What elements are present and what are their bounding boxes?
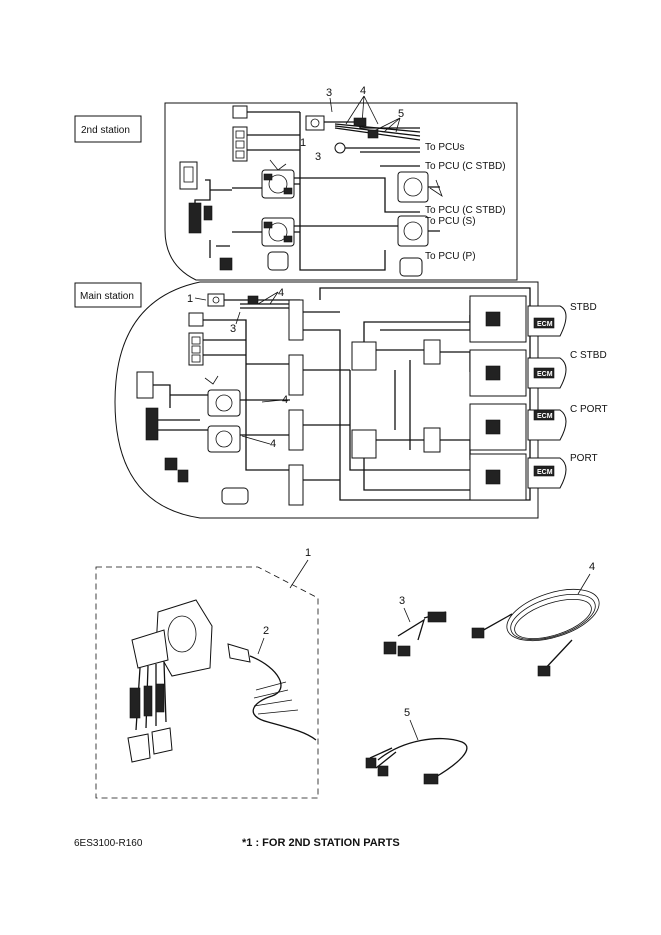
part-callout-2: 2 <box>263 625 269 637</box>
engine-c-port-label: C PORT <box>570 404 608 415</box>
engine-c-stbd-label: C STBD <box>570 350 607 361</box>
callout-4-main: 4 <box>278 287 284 299</box>
callout-3: 3 <box>326 87 332 99</box>
second-station-note: *1 : FOR 2ND STATION PARTS <box>242 837 400 849</box>
callout-1: 1 <box>300 137 306 149</box>
dest-to-pcu-c-stbd-2: To PCU (C STBD) <box>425 205 506 216</box>
ecm-stbd: ECM <box>537 321 553 328</box>
callout-1-main: 1 <box>187 293 193 305</box>
second-station-panel: 2nd station 3 4 5 1 3 To PCUs To PCU (C … <box>74 85 518 281</box>
dest-to-pcu-p: To PCU (P) <box>425 251 476 262</box>
callout-4: 4 <box>360 85 366 97</box>
main-station-panel: Main station 1 4 3 4 4 <box>74 281 608 519</box>
second-station-label: 2nd station <box>81 125 130 136</box>
ecm-port: ECM <box>537 469 553 476</box>
engine-units <box>469 295 527 501</box>
dest-to-pcu-s: To PCU (S) <box>425 216 476 227</box>
part-callout-4: 4 <box>589 561 595 573</box>
callout-5: 5 <box>398 108 404 120</box>
second-station-label-box <box>74 115 142 143</box>
parts-illustrations: 1 2 3 4 5 <box>95 547 600 799</box>
callout-3-main: 3 <box>230 323 236 335</box>
callout-4-main-c: 4 <box>270 438 276 450</box>
part-callout-5: 5 <box>404 707 410 719</box>
dest-to-pcus: To PCUs <box>425 142 464 153</box>
engine-stbd-label: STBD <box>570 302 597 313</box>
callout-3b: 3 <box>315 151 321 163</box>
main-station-label: Main station <box>80 291 134 302</box>
engine-port-label: PORT <box>570 453 598 464</box>
ecm-c-stbd: ECM <box>537 371 553 378</box>
main-station-label-box <box>74 282 142 308</box>
ecm-c-port: ECM <box>537 413 553 420</box>
dest-to-pcu-c-stbd: To PCU (C STBD) <box>425 161 506 172</box>
part-callout-3: 3 <box>399 595 405 607</box>
part-number: 6ES3100-R160 <box>74 838 143 849</box>
part-callout-1: 1 <box>305 547 311 559</box>
